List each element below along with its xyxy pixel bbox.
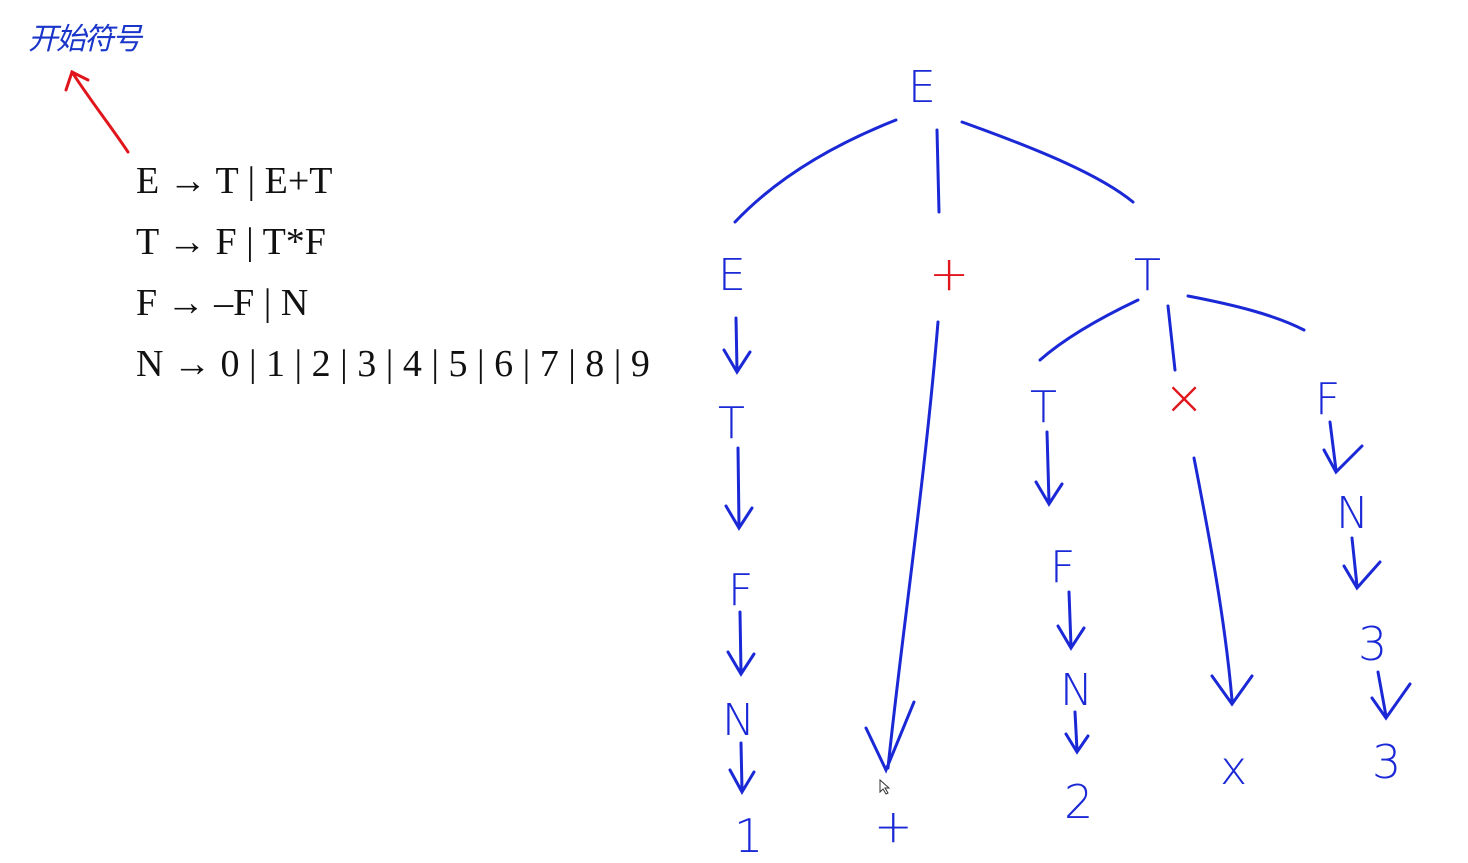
grammar-rules: E → T | E+T T → F | T*F F → –F | N N → 0… — [136, 158, 650, 402]
node-rf-n: N — [1336, 488, 1369, 539]
grammar-rule-e: E → T | E+T — [136, 160, 333, 202]
edge-root-right — [960, 120, 1135, 204]
start-symbol-annotation: 开始符号 — [28, 22, 142, 57]
edge-root-mid — [935, 128, 941, 214]
arrow-plus — [864, 320, 940, 774]
node-rt-n: N — [1060, 665, 1093, 716]
node-rf-3: 3 — [1358, 617, 1387, 671]
node-rt-t: T — [1030, 382, 1057, 433]
grammar-rule-f: F → –F | N — [136, 282, 309, 324]
arrow-left-4 — [728, 741, 756, 796]
arrow-rf-1 — [1322, 420, 1364, 475]
grammar-rule-n: N → 0 | 1 | 2 | 3 | 4 | 5 | 6 | 7 | 8 | … — [136, 343, 650, 385]
node-root-e: E — [908, 62, 936, 113]
edge-t-mid — [1166, 304, 1177, 372]
arrow-times — [1192, 456, 1254, 707]
arrow-rt-3 — [1064, 710, 1090, 755]
arrow-left-1 — [722, 316, 752, 375]
arrow-rt-2 — [1056, 590, 1086, 651]
arrow-left-3 — [726, 610, 756, 677]
arrow-rf-2 — [1342, 536, 1382, 591]
node-times-operator: × — [1164, 370, 1204, 426]
node-rf-f: F — [1315, 374, 1340, 425]
node-left-n: N — [722, 695, 755, 746]
node-rt-f: F — [1050, 542, 1075, 593]
mouse-cursor-icon — [879, 778, 891, 795]
start-arrow-head-icon — [64, 69, 90, 92]
start-arrow — [70, 70, 130, 154]
arrow-rt-1 — [1034, 430, 1064, 507]
leaf-rt-2: 2 — [1064, 775, 1093, 829]
node-plus-operator: + — [929, 246, 969, 302]
edge-t-left — [1038, 298, 1140, 362]
edge-root-left — [733, 118, 898, 224]
leaf-left-1: 1 — [734, 809, 763, 863]
arrow-left-2 — [724, 446, 754, 531]
edge-t-right — [1186, 294, 1306, 332]
arrow-rf-3 — [1370, 670, 1412, 721]
node-left-t: T — [718, 398, 745, 449]
node-right-t: T — [1134, 250, 1161, 301]
node-left-f: F — [728, 565, 753, 616]
leaf-plus: + — [874, 799, 913, 853]
leaf-rf-3: 3 — [1372, 735, 1401, 789]
grammar-rule-t: T → F | T*F — [136, 221, 326, 263]
leaf-times: x — [1220, 741, 1247, 795]
node-left-e: E — [718, 250, 746, 301]
